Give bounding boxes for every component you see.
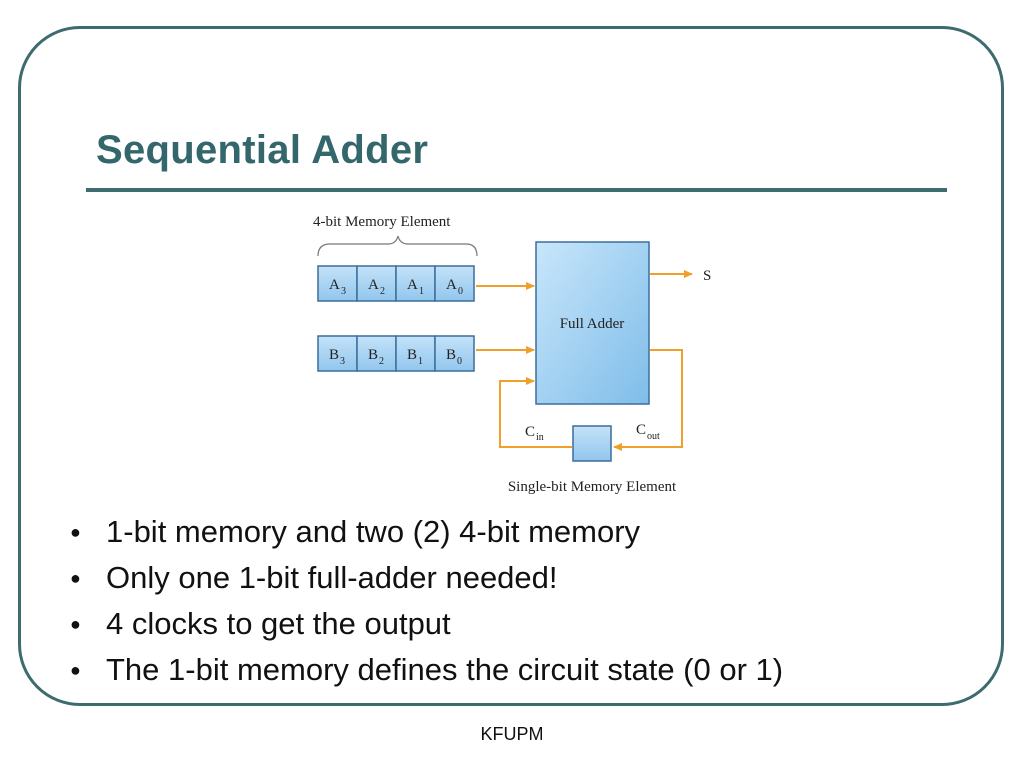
- register-b-cell: B 3: [317, 335, 358, 372]
- bullet-dot-icon: ●: [70, 522, 81, 542]
- carry-out-wire: [613, 349, 683, 451]
- register-a-cell-sub: 2: [380, 286, 385, 297]
- cin-label-sub: in: [536, 432, 544, 443]
- register-a-cell-letter: A: [407, 277, 418, 293]
- title-divider: [86, 188, 947, 192]
- register-b-cell-letter: B: [446, 347, 456, 363]
- cout-label-sub: out: [647, 431, 660, 442]
- register-a-cell-sub: 0: [458, 286, 463, 297]
- single-bit-memory-cell: [572, 425, 612, 462]
- bullet-dot-icon: ●: [70, 614, 81, 634]
- bullet-dot-icon: ●: [70, 660, 81, 680]
- register-a-cell: A 0: [434, 265, 475, 302]
- register-b-cell-sub: 1: [418, 356, 423, 367]
- bullet-item: ● 4 clocks to get the output: [70, 606, 970, 652]
- register-b-cell-sub: 3: [340, 356, 345, 367]
- single-bit-memory-label: Single-bit Memory Element: [508, 479, 677, 495]
- register-a-cell: A 1: [395, 265, 436, 302]
- register-a: A 3 A 2 A 1 A 0: [317, 265, 475, 302]
- register-a-cell: A 3: [317, 265, 358, 302]
- register-a-cell-letter: A: [446, 277, 457, 293]
- bullet-text: Only one 1-bit full-adder needed!: [106, 560, 558, 595]
- register-label: 4-bit Memory Element: [313, 214, 451, 230]
- slide-title: Sequential Adder: [96, 128, 429, 172]
- register-a-cell-sub: 3: [341, 286, 346, 297]
- full-adder-label: Full Adder: [560, 316, 625, 332]
- register-b: B 3 B 2 B 1 B 0: [317, 335, 475, 372]
- bullet-list: ● 1-bit memory and two (2) 4-bit memory …: [70, 514, 970, 698]
- bullet-item: ● Only one 1-bit full-adder needed!: [70, 560, 970, 606]
- slide-frame: [18, 26, 1004, 706]
- bullet-text: The 1-bit memory defines the circuit sta…: [106, 652, 784, 687]
- cout-label-letter: C: [636, 422, 646, 438]
- cin-label-letter: C: [525, 424, 535, 440]
- bullet-text: 1-bit memory and two (2) 4-bit memory: [106, 514, 641, 549]
- full-adder-block: [535, 241, 650, 405]
- register-b-cell: B 0: [434, 335, 475, 372]
- register-b-cell-letter: B: [329, 347, 339, 363]
- register-b-cell: B 1: [395, 335, 436, 372]
- sequential-adder-diagram: 4-bit Memory Element A 3 A 2 A 1 A 0 B 3: [313, 214, 711, 495]
- bullet-item: ● 1-bit memory and two (2) 4-bit memory: [70, 514, 970, 560]
- footer-label: KFUPM: [480, 724, 544, 744]
- bullet-item: ● The 1-bit memory defines the circuit s…: [70, 652, 970, 698]
- register-a-cell-letter: A: [329, 277, 340, 293]
- register-b-cell-letter: B: [407, 347, 417, 363]
- register-b-cell-sub: 0: [457, 356, 462, 367]
- register-b-cell-letter: B: [368, 347, 378, 363]
- carry-in-wire: [499, 377, 572, 448]
- register-a-cell: A 2: [356, 265, 397, 302]
- register-brace: [317, 235, 478, 257]
- register-a-cell-sub: 1: [419, 286, 424, 297]
- sum-label: S: [703, 268, 711, 284]
- bullet-text: 4 clocks to get the output: [106, 606, 451, 641]
- bullet-dot-icon: ●: [70, 568, 81, 588]
- register-b-cell: B 2: [356, 335, 397, 372]
- register-b-cell-sub: 2: [379, 356, 384, 367]
- register-a-cell-letter: A: [368, 277, 379, 293]
